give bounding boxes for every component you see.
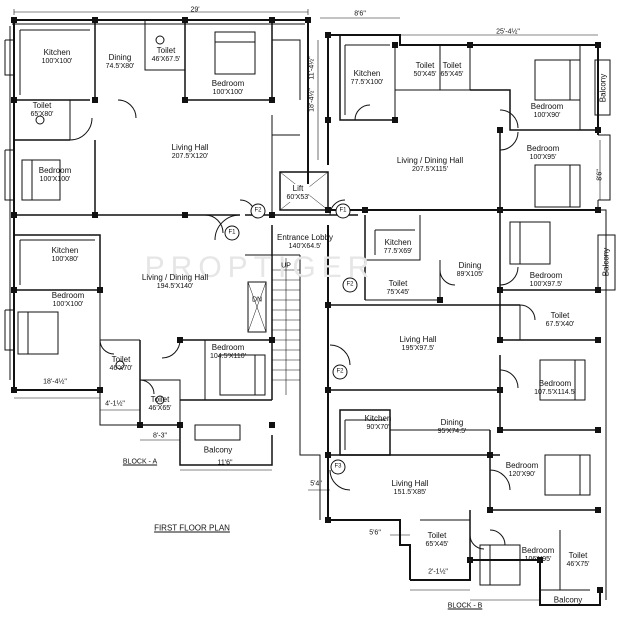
dimension-mid-vertical-2: 18'-4½" — [308, 88, 316, 112]
flat-marker-f1: F1 — [335, 203, 351, 219]
room-label-b-balcony-2: Balcony — [601, 247, 611, 277]
plan-title: FIRST FLOOR PLAN — [154, 523, 230, 533]
room-label-a-balcony: Balcony — [203, 445, 233, 455]
flat-marker-f2: F2 — [250, 203, 266, 219]
stair-up-label: UP — [281, 262, 291, 270]
dimension-b-left-1: 5'4" — [310, 480, 322, 488]
dimension-a-left-bottom: 18'-4½" — [43, 378, 67, 386]
dimension-a-bottom-1: 4'-1½" — [105, 400, 125, 408]
flat-marker-f1-a: F1 — [224, 225, 240, 241]
watermark: PROPTIGER — [144, 251, 376, 284]
stair-down-label: DN — [251, 296, 263, 304]
dimension-mid-vertical-1: 11'-4½" — [308, 56, 316, 80]
dimension-a-top: 29' — [190, 6, 200, 14]
room-label-b-balcony-3: Balcony — [553, 595, 583, 605]
flat-marker-f2-c: F2 — [342, 277, 358, 293]
dimension-b-left-2: 5'6" — [369, 529, 381, 537]
block-b-label: BLOCK - B — [447, 602, 483, 610]
room-label-b-balcony-1: Balcony — [598, 73, 608, 103]
flat-marker-f3: F3 — [330, 459, 346, 475]
dimension-b-bottom-1: 2'-1½" — [428, 568, 448, 576]
dimension-b-bottom-2: 8'6" — [596, 169, 604, 181]
dimension-b-top-2: 25'-4½" — [496, 28, 520, 36]
dimension-a-bottom-3: 11'6" — [217, 459, 233, 467]
dimension-b-top-1: 8'6" — [354, 10, 366, 18]
block-a-label: BLOCK - A — [122, 458, 158, 466]
dimension-a-bottom-2: 8'-3" — [153, 432, 167, 440]
flat-marker-f2-b: F2 — [332, 364, 348, 380]
